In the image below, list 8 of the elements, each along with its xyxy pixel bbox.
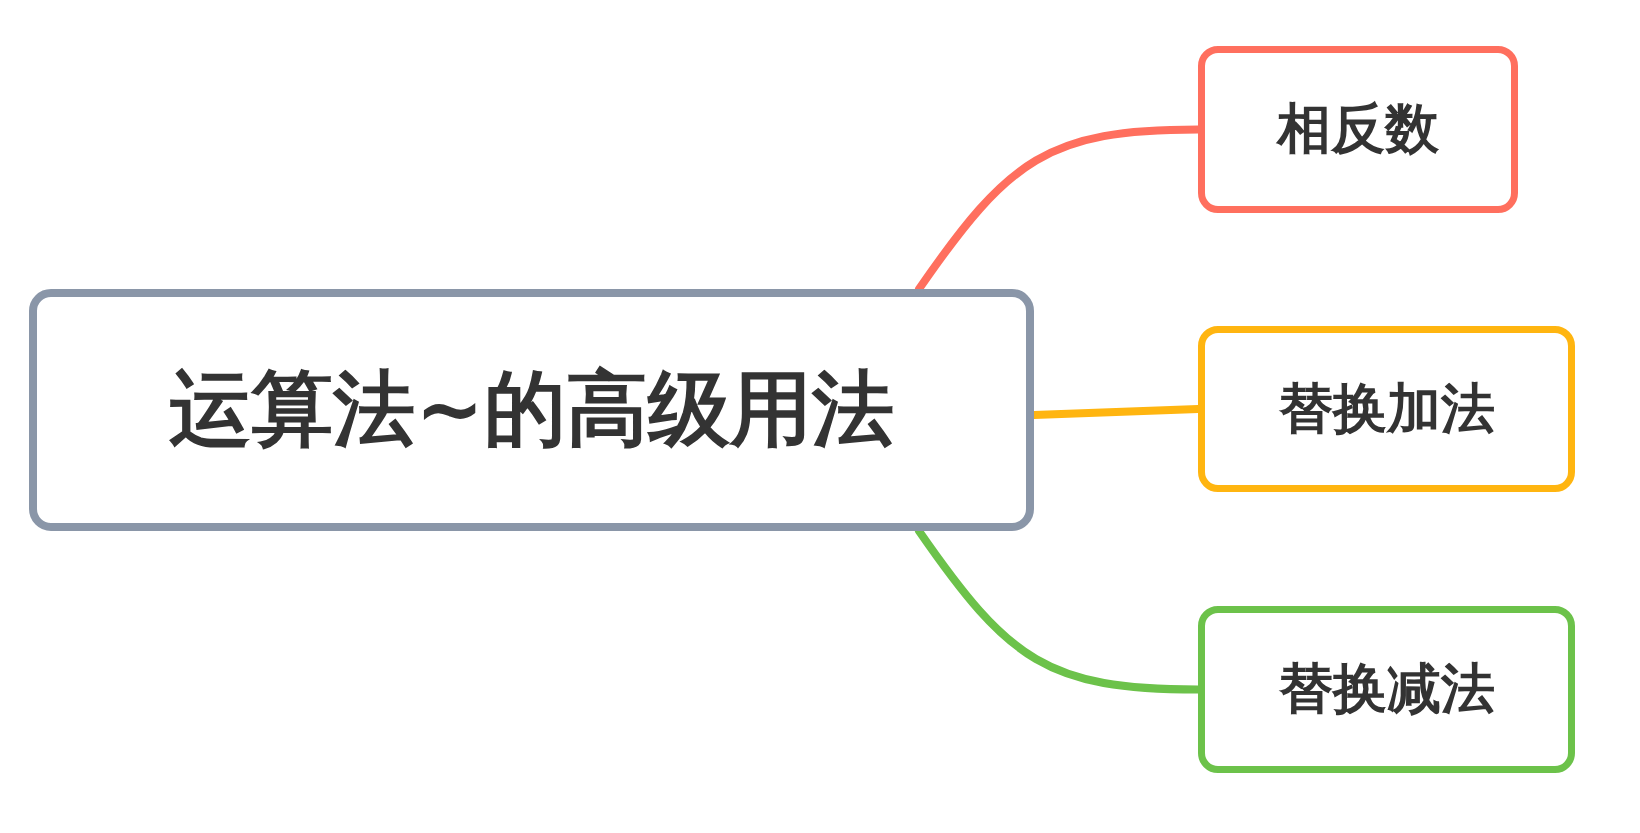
subtopic-box: [1198, 326, 1575, 492]
subtopic-label: 相反数: [1277, 96, 1439, 162]
subtopic-label: 替换加法: [1278, 375, 1495, 442]
subtopic-box: [1198, 46, 1518, 213]
topic-title: 运算法~的高级用法: [169, 360, 894, 458]
subtopic-box: [1198, 606, 1575, 773]
subtopic-label: 替换减法: [1278, 656, 1495, 722]
topic-box: [29, 289, 1034, 531]
